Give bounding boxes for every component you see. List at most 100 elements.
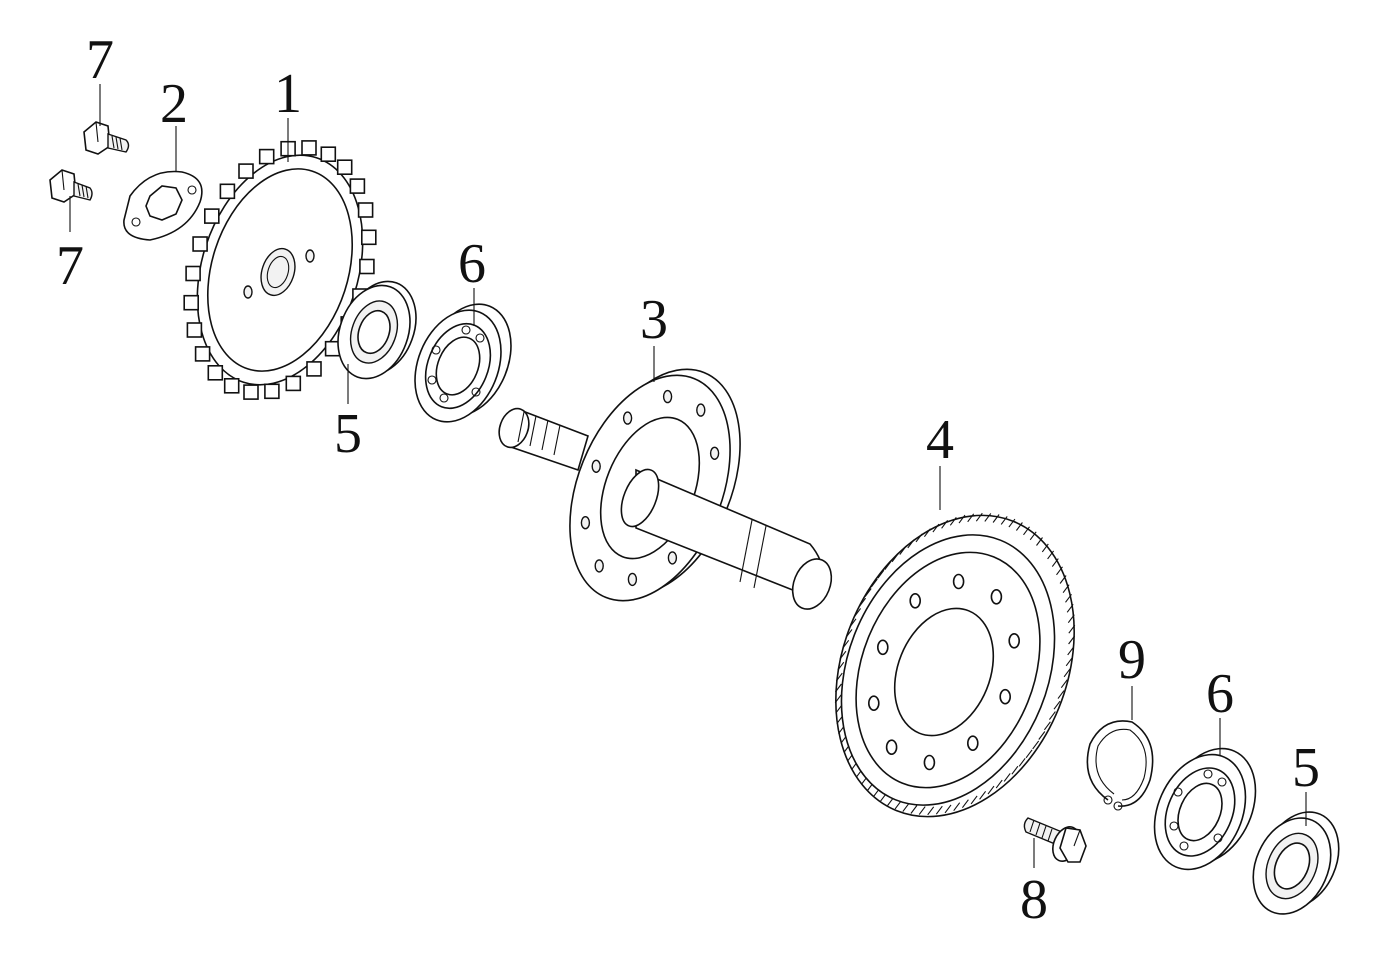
gear-tooth xyxy=(1029,531,1037,541)
gear-tooth xyxy=(1056,566,1063,576)
gear-tooth xyxy=(958,514,966,524)
gear-tooth xyxy=(970,795,978,805)
output-shaft xyxy=(498,368,833,610)
gear-tooth xyxy=(870,578,878,588)
sprocket-tooth xyxy=(349,178,366,194)
gear-tooth xyxy=(1066,603,1074,613)
sprocket-tooth xyxy=(320,146,337,162)
gear-tooth xyxy=(1008,518,1016,528)
sprocket-tooth xyxy=(186,322,203,338)
callout-3: 3 xyxy=(640,289,668,351)
gear-tooth xyxy=(902,803,910,812)
gear-tooth xyxy=(1011,765,1019,775)
gear-tooth xyxy=(984,513,992,522)
gear-tooth xyxy=(1065,657,1073,667)
gear-tooth xyxy=(1057,690,1065,699)
gear-tooth xyxy=(859,597,867,607)
sprocket-tooth xyxy=(207,364,224,381)
flange-bolt-hole xyxy=(580,516,591,530)
gear-bolt-hole xyxy=(909,592,922,609)
gear-tooth xyxy=(845,629,853,638)
sprocket-tooth xyxy=(258,148,275,165)
gear-tooth xyxy=(941,519,949,529)
gear-bolt-hole xyxy=(923,754,936,771)
flange-bolt-hole xyxy=(696,403,706,417)
gear-tooth xyxy=(932,523,940,533)
gear-tooth xyxy=(1047,550,1055,560)
callout-5-left: 5 xyxy=(334,403,362,465)
sprocket-tooth xyxy=(238,163,254,179)
sprocket-tooth xyxy=(192,236,208,252)
gear-tooth xyxy=(837,661,845,671)
callout-8: 8 xyxy=(1020,869,1048,931)
gear-tooth xyxy=(967,513,975,523)
gear-tooth xyxy=(961,799,969,809)
gear-tooth xyxy=(1003,773,1011,782)
flange-bolt-hole xyxy=(709,446,720,460)
sprocket-tooth xyxy=(243,384,259,400)
gear-tooth xyxy=(899,546,907,555)
gear-tooth xyxy=(987,785,995,795)
sprocket-tooth xyxy=(194,346,211,362)
gear-tooth xyxy=(1068,624,1076,634)
gear-tooth xyxy=(1068,635,1076,645)
sprocket-tooth xyxy=(264,383,280,400)
sprocket-tooth xyxy=(185,265,201,282)
gear-bolt-hole xyxy=(966,735,979,752)
gear-tooth xyxy=(918,806,926,815)
sprocket-tooth xyxy=(357,202,374,218)
gear-tooth xyxy=(854,608,862,617)
gear-tooth xyxy=(864,588,872,597)
lock-plate xyxy=(123,170,203,241)
gear-bolt-hole xyxy=(885,739,898,756)
bolt-lower xyxy=(49,169,93,203)
gear-tooth xyxy=(1043,721,1051,731)
flange-bolt-hole xyxy=(627,572,638,587)
sprocket-tooth xyxy=(285,375,302,392)
callout-6-left: 6 xyxy=(458,233,486,295)
gear-bolt-hole xyxy=(990,588,1003,605)
callout-9: 9 xyxy=(1118,629,1146,691)
gear-tooth xyxy=(835,704,843,714)
gear-tooth xyxy=(839,650,847,660)
gear-tooth xyxy=(1067,614,1075,624)
sprocket xyxy=(183,140,377,400)
sprocket-tooth xyxy=(306,361,322,377)
gear-bolt-hole xyxy=(867,695,880,712)
gear-tooth xyxy=(1065,593,1072,603)
gear-tooth xyxy=(842,639,850,649)
gear-bolt-hole xyxy=(952,573,965,590)
gear-tooth xyxy=(877,569,885,579)
circlip xyxy=(1086,720,1154,811)
gear-tooth xyxy=(953,802,961,812)
gear-tooth xyxy=(1063,668,1071,678)
gear-tooth xyxy=(935,805,943,815)
gear-bolt-hole xyxy=(999,688,1012,705)
gear-tooth xyxy=(1023,526,1030,536)
driven-gear xyxy=(834,512,1076,818)
gear-bolt-hole xyxy=(876,639,889,656)
gear-tooth xyxy=(1038,731,1046,740)
flange-bolt-hole xyxy=(667,551,678,565)
gear-tooth xyxy=(1036,537,1043,546)
bearing-right xyxy=(1153,747,1257,871)
callout-5-right: 5 xyxy=(1292,737,1320,799)
flange-bolt-hole xyxy=(594,559,604,573)
gear-tooth xyxy=(1015,522,1023,531)
callout-6-right: 6 xyxy=(1206,663,1234,725)
gear-tooth xyxy=(884,561,892,571)
gear-tooth xyxy=(1018,757,1026,767)
gear-tooth xyxy=(1000,516,1008,525)
gear-tooth xyxy=(995,779,1003,789)
sprocket-tooth xyxy=(359,258,375,275)
flange-bolt-hole xyxy=(662,389,673,404)
gear-tooth xyxy=(992,514,1000,523)
gear-tooth xyxy=(1053,700,1061,710)
gear-tooth xyxy=(1025,749,1033,759)
gear-tooth xyxy=(1062,584,1070,594)
gear-tooth xyxy=(923,528,931,538)
gear-tooth xyxy=(979,790,987,800)
sprocket-tooth xyxy=(183,294,199,311)
gear-tooth xyxy=(949,516,957,526)
callout-7-upper: 7 xyxy=(86,29,114,91)
